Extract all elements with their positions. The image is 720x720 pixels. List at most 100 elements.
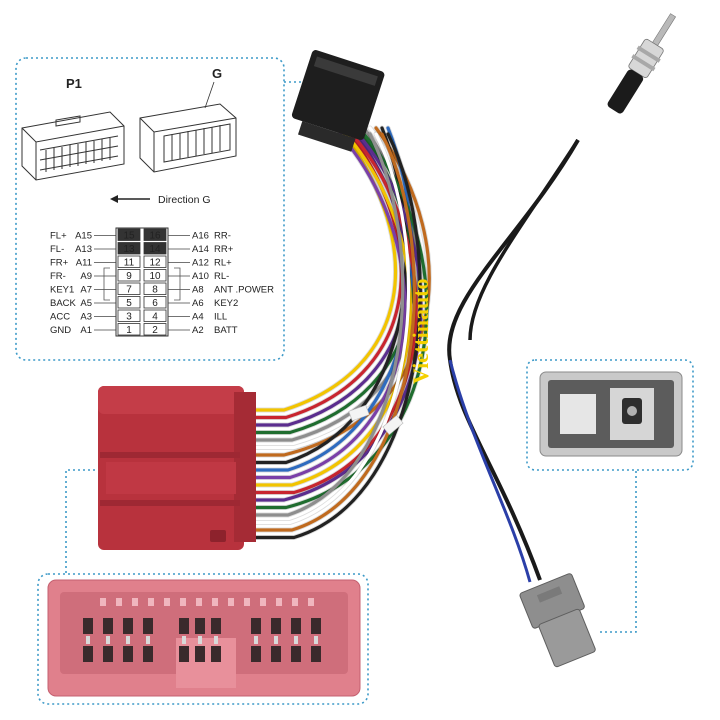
antenna-connector-gray (519, 573, 596, 668)
pin-signal-left: GND (50, 325, 71, 336)
pin-code-right: A8 (192, 285, 204, 296)
pin-cell-left (117, 269, 141, 282)
terminal-slot (103, 646, 113, 662)
terminal-pin (126, 636, 130, 644)
pin-cell-left (117, 309, 141, 322)
pin-number-left: 15 (123, 231, 135, 242)
pinout-callout-frame (15, 57, 285, 361)
terminal-slot (195, 646, 205, 662)
latch-tab (292, 598, 298, 606)
latch-tab (308, 598, 314, 606)
terminal-pin (274, 636, 278, 644)
pin-code-right: A4 (192, 312, 204, 323)
pin-signal-left: FL- (50, 244, 64, 255)
pin-cell-right (143, 242, 167, 255)
connector-g-label: G (212, 66, 222, 81)
pin-number-right: 14 (149, 244, 161, 255)
terminal-slot (251, 646, 261, 662)
pin-cell-right (143, 323, 167, 336)
watermark-text: Viettinauto (408, 278, 433, 384)
pin-code-left: A15 (75, 231, 92, 242)
antenna-cable-black (447, 138, 580, 581)
pin-bracket-right (174, 267, 181, 301)
pin-signal-left: KEY1 (50, 285, 74, 296)
terminal-slot (251, 618, 261, 634)
pin-number-right: 8 (152, 285, 158, 296)
terminal-slot (143, 646, 153, 662)
pin-code-left: A3 (80, 312, 92, 323)
terminal-slot (291, 646, 301, 662)
wire (252, 132, 422, 540)
wire (250, 132, 412, 487)
wire (244, 126, 408, 465)
wire-bundle (241, 125, 432, 540)
pin-number-right: 16 (149, 231, 161, 242)
pin-signal-right: RR- (214, 231, 231, 242)
pin-code-left: A1 (80, 325, 92, 336)
callout-leader-left (65, 469, 100, 574)
direction-arrow-icon (110, 195, 150, 203)
wire (250, 132, 416, 532)
pin-code-left: A11 (76, 258, 92, 269)
terminal-slot (123, 646, 133, 662)
connector-g-sketch (139, 103, 237, 173)
terminal-slot (179, 618, 189, 634)
terminal-pin (146, 636, 150, 644)
terminal-slot (311, 646, 321, 662)
terminal-slot (195, 618, 205, 634)
terminal-slot (83, 618, 93, 634)
terminal-pin (294, 636, 298, 644)
pin-number-right: 10 (149, 271, 161, 282)
terminal-pin (182, 636, 186, 644)
latch-tab (196, 598, 202, 606)
latch-tab (164, 598, 170, 606)
terminal-slot (271, 618, 281, 634)
terminal-slot (311, 618, 321, 634)
pin-cell-right (143, 228, 167, 241)
latch-tab (180, 598, 186, 606)
pin-signal-left: FR- (50, 271, 66, 282)
latch-tab (148, 598, 154, 606)
pin-number-right: 12 (149, 258, 161, 269)
pin-number-left: 13 (123, 244, 135, 255)
latch-tab (100, 598, 106, 606)
head-unit-connector-black (291, 50, 385, 152)
terminal-slot (83, 646, 93, 662)
antenna-plug (607, 13, 677, 114)
pin-signal-right: ILL (214, 312, 227, 323)
connector-p1-label: P1 (66, 76, 82, 91)
wire (246, 132, 405, 517)
latch-tab (212, 598, 218, 606)
latch-tab (228, 598, 234, 606)
terminal-slot (123, 618, 133, 634)
latch-tab (260, 598, 266, 606)
pin-number-left: 9 (126, 271, 132, 282)
terminal-slot (179, 646, 189, 662)
pin-number-right: 6 (152, 298, 158, 309)
direction-label: Direction G (158, 194, 211, 206)
pin-signal-right: RR+ (214, 244, 234, 255)
vehicle-connector-red (98, 386, 256, 550)
pin-signal-left: ACC (50, 312, 70, 323)
connector-g-leader (204, 81, 215, 109)
wire-tag (382, 414, 404, 436)
wire (248, 132, 407, 480)
terminal-slot (211, 646, 221, 662)
latch-tab (116, 598, 122, 606)
latch-tab (132, 598, 138, 606)
terminal-slot (291, 618, 301, 634)
terminal-slot (103, 618, 113, 634)
pin-code-right: A14 (192, 244, 209, 255)
wire-tag (348, 404, 370, 422)
terminal-slot (211, 618, 221, 634)
terminal-pin (314, 636, 318, 644)
